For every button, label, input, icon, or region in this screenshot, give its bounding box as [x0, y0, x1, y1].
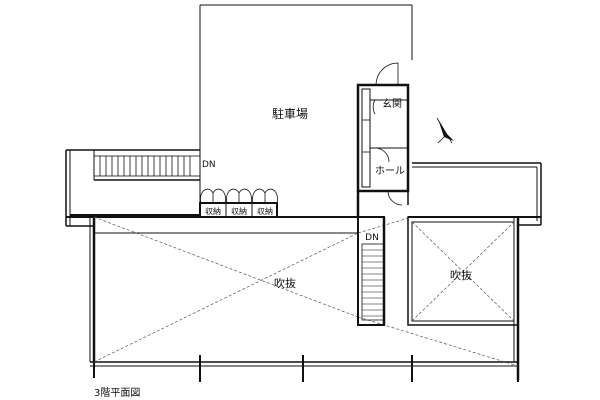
left-stair	[93, 155, 201, 177]
storage-label: 収納	[257, 206, 273, 216]
right-balcony	[412, 162, 542, 226]
parking-label: 駐車場	[272, 106, 308, 121]
entrance-label: 玄関	[382, 97, 402, 110]
stair-dn-label-left: DN	[202, 160, 216, 170]
railing-posts	[93, 353, 519, 382]
north-arrow-icon	[436, 117, 454, 144]
main-void-label: 吹抜	[274, 276, 296, 290]
main-void-diagonals	[93, 216, 519, 367]
stair-dn-label-center: DN	[365, 233, 379, 243]
left-balcony	[65, 149, 200, 227]
center-stair	[357, 216, 386, 326]
plan-caption: 3階平面図	[94, 387, 140, 399]
hall-label: ホール	[375, 165, 405, 177]
entrance-block	[356, 62, 410, 217]
storage-label: 収納	[231, 206, 247, 216]
storage-label: 収納	[205, 206, 221, 216]
right-void	[407, 216, 519, 326]
right-void-label: 吹抜	[450, 268, 472, 282]
